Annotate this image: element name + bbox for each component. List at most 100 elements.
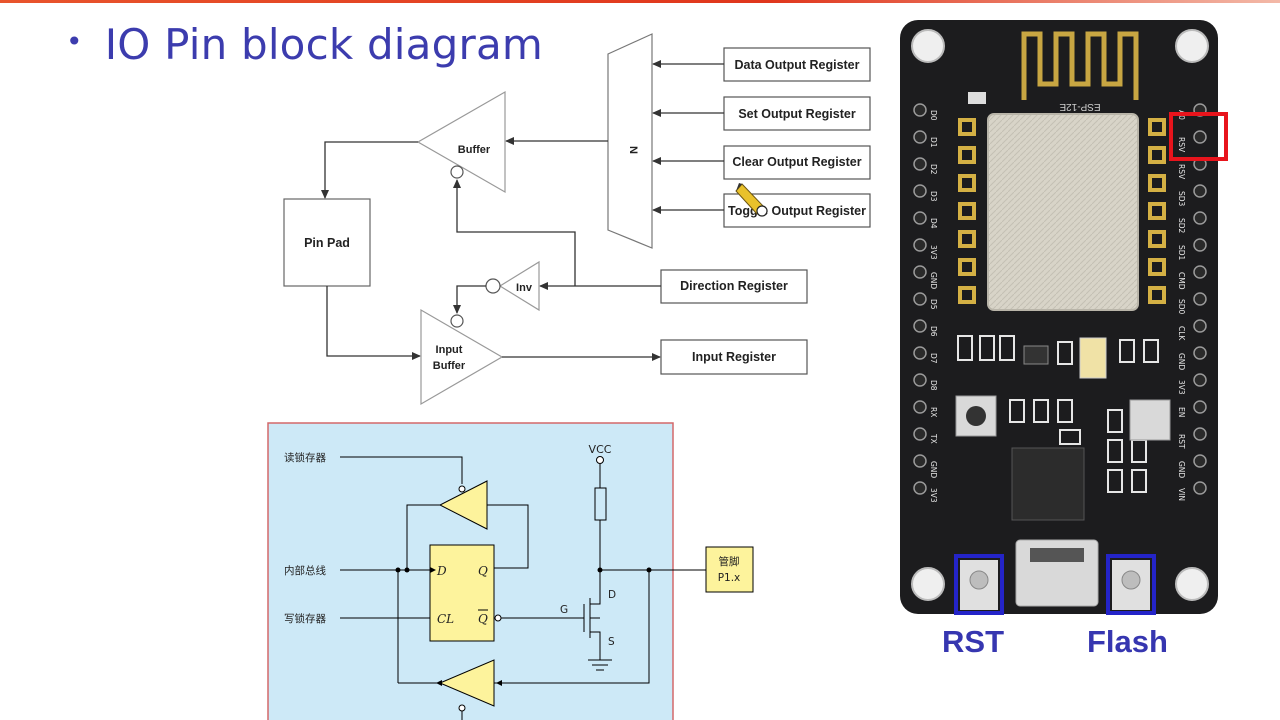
antenna-trace <box>1021 31 1139 100</box>
vcc-label: VCC <box>589 443 612 456</box>
register-label: Set Output Register <box>738 107 856 121</box>
inverter <box>498 260 540 312</box>
latch-circuit: 读锁存器 内部总线 写锁存器 VCC D Q CL Q G D S 管脚 P1.… <box>267 422 754 720</box>
svg-text:3V3: 3V3 <box>929 488 938 503</box>
input-buffer <box>420 308 504 406</box>
svg-text:EN: EN <box>1177 407 1186 417</box>
svg-text:SD2: SD2 <box>1177 218 1186 234</box>
title-bullet: • <box>66 25 83 58</box>
input-buffer-label-line2: Buffer <box>433 360 466 372</box>
mux-label: N <box>627 146 639 154</box>
svg-text:RX: RX <box>929 407 938 417</box>
register-box-data-output: Data Output Register <box>723 47 871 82</box>
svg-text:D5: D5 <box>929 299 938 310</box>
direction-register-box <box>660 269 808 304</box>
input-buffer-label-line1: Input <box>436 344 463 356</box>
svg-text:D8: D8 <box>929 380 938 391</box>
pin-highlight-red <box>1169 112 1228 161</box>
svg-text:RSV: RSV <box>1177 137 1186 153</box>
fet-source-label: S <box>608 636 615 648</box>
mux-block <box>607 33 653 249</box>
inverter-bubble <box>485 278 501 294</box>
regulator-chip <box>1023 345 1049 365</box>
input-enable-bubble <box>450 314 464 328</box>
svg-text:TX: TX <box>929 433 938 444</box>
svg-text:D3: D3 <box>929 191 938 202</box>
read-latch-label: 读锁存器 <box>284 451 326 464</box>
ff-d-label: D <box>436 564 447 578</box>
output-enable-bubble <box>450 165 464 179</box>
svg-text:D2: D2 <box>929 164 938 175</box>
mounting-hole <box>911 29 945 63</box>
junction-dots <box>395 567 652 573</box>
led-component <box>968 92 986 104</box>
svg-text:D6: D6 <box>929 326 938 337</box>
module-shield <box>987 113 1139 311</box>
pin-pad-label: Pin Pad <box>304 236 350 250</box>
register-box-set-output: Set Output Register <box>723 96 871 131</box>
svg-text:3V3: 3V3 <box>1177 380 1186 395</box>
ff-cl-label: CL <box>437 612 454 626</box>
svg-text:RSV: RSV <box>1177 164 1186 180</box>
rst-label: RST <box>942 624 1004 659</box>
svg-text:SD1: SD1 <box>1177 245 1186 261</box>
mounting-hole <box>1175 567 1209 601</box>
svg-text:SD3: SD3 <box>1177 191 1186 207</box>
svg-text:GND: GND <box>1177 353 1186 370</box>
smd-components <box>957 335 1159 493</box>
capacitor <box>1079 337 1107 379</box>
output-buffer <box>416 90 506 194</box>
svg-text:GND: GND <box>929 461 938 478</box>
output-buffer-label: Buffer <box>458 144 491 156</box>
svg-text:VIN: VIN <box>1177 488 1186 501</box>
register-label: Data Output Register <box>734 58 859 72</box>
svg-text:CMD: CMD <box>1177 272 1186 290</box>
inverter-label: Inv <box>516 282 533 294</box>
block-diagram: Data Output Register Set Output Register… <box>283 33 871 406</box>
svg-text:GND: GND <box>1177 461 1186 478</box>
title-text: IO Pin block diagram <box>104 20 543 69</box>
rst-highlight <box>954 554 1004 615</box>
svg-text:D1: D1 <box>929 137 938 148</box>
register-arrows <box>652 60 724 214</box>
svg-text:D0: D0 <box>929 110 938 121</box>
slide-title: • IO Pin block diagram <box>66 20 543 76</box>
ff-q-label: Q <box>478 564 488 578</box>
svg-text:SD0: SD0 <box>1177 299 1186 315</box>
fet-drain-label: D <box>608 589 616 601</box>
write-latch-label: 写锁存器 <box>284 612 326 625</box>
svg-text:D7: D7 <box>929 353 938 364</box>
ff-qbar-label: Q <box>478 612 488 626</box>
mounting-hole <box>1175 29 1209 63</box>
register-label: Clear Output Register <box>732 155 861 169</box>
register-box-clear-output: Clear Output Register <box>723 145 871 180</box>
arrow-d-input <box>430 567 436 573</box>
title-underline <box>0 0 1280 3</box>
direction-register-label: Direction Register <box>680 279 788 293</box>
pin-labels: D0 D1 D2 D3 D4 3V3 GND D5 D6 D7 D8 RX TX… <box>929 110 1186 503</box>
fet-gate-label: G <box>560 604 568 616</box>
svg-text:GND: GND <box>929 272 938 289</box>
internal-bus-label: 内部总线 <box>284 564 326 577</box>
flash-label: Flash <box>1087 624 1168 659</box>
pin-label-line1: 管脚 <box>719 555 740 568</box>
svg-text:RST: RST <box>1177 434 1186 449</box>
module-text: ESP-12E <box>1059 101 1100 112</box>
flash-highlight <box>1106 554 1156 615</box>
pin-pad-box <box>283 198 371 287</box>
button-bodies <box>955 395 1171 441</box>
header-pins <box>913 103 1207 495</box>
nodemcu-board: ESP-12E D0 D <box>900 20 1218 614</box>
pencil-cursor-icon <box>735 183 768 217</box>
pin-label-line2: P1.x <box>718 572 741 584</box>
svg-text:CLK: CLK <box>1177 326 1186 341</box>
register-label: Toggle Output Register <box>728 204 866 218</box>
svg-text:3V3: 3V3 <box>929 245 938 260</box>
svg-text:D4: D4 <box>929 218 938 229</box>
input-register-label: Input Register <box>692 350 776 364</box>
input-register-box <box>660 339 808 375</box>
board-pcb <box>900 20 1218 614</box>
mounting-hole <box>911 567 945 601</box>
usb-serial-chip <box>1011 447 1085 521</box>
